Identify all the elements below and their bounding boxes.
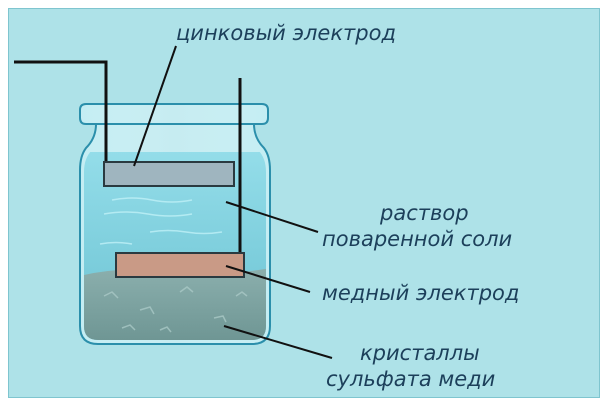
solution-label-line2: поваренной соли: [322, 227, 512, 251]
copper-electrode-label: медный электрод: [322, 281, 519, 305]
copper-sulfate-crystals: [84, 268, 266, 340]
solution-label-line1: раствор: [379, 201, 469, 225]
crystals-pointer-line: [223, 325, 333, 359]
solution-wave-lines: [99, 197, 223, 245]
crystals-label-line2: сульфата меди: [326, 367, 495, 391]
solution-pointer-line: [225, 201, 319, 233]
zinc-electrode-label: цинковый электрод: [176, 21, 396, 45]
crystal-texture: [103, 286, 248, 333]
zinc-electrode-plate: [103, 161, 235, 187]
copper-electrode-plate: [115, 252, 245, 278]
crystals-label-line1: кристаллы: [360, 341, 480, 365]
zinc-pointer-line: [133, 45, 177, 167]
copper-pointer-line: [225, 265, 311, 293]
jar-rim: [79, 103, 269, 125]
zinc-wire: [14, 60, 108, 168]
